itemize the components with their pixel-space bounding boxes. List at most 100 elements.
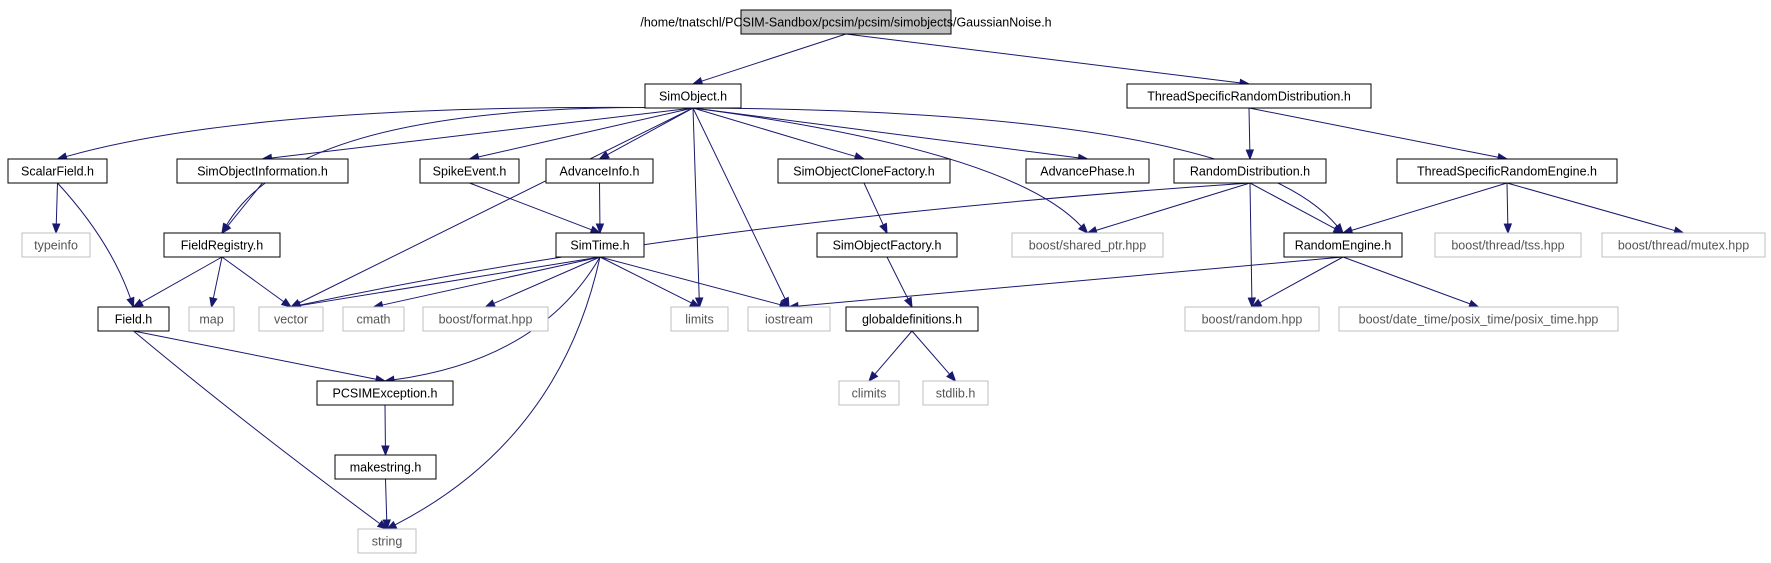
node-cmath: cmath xyxy=(342,306,405,332)
node-spikeevent-h[interactable]: SpikeEvent.h xyxy=(419,158,520,184)
edge-gaussian-to-simobject xyxy=(691,33,847,86)
node-label: climits xyxy=(852,387,887,401)
node-label: SimObjectCloneFactory.h xyxy=(793,165,935,179)
edge-field-to-string xyxy=(133,330,389,530)
edge-makestring-to-string xyxy=(382,478,391,531)
node-boost-date-time-posix-time-posix-time-hpp: boost/date_time/posix_time/posix_time.hp… xyxy=(1338,306,1619,332)
node-label: /home/tnatschl/PCSIM-Sandbox/pcsim/pcsim… xyxy=(640,16,1051,30)
node-simobject-h[interactable]: SimObject.h xyxy=(644,83,742,109)
node-label: SimObject.h xyxy=(659,90,727,104)
node-vector: vector xyxy=(258,306,324,332)
node-label: boost/thread/mutex.hpp xyxy=(1618,239,1749,253)
edge-field-to-pcsimexc xyxy=(133,330,387,384)
edge-simtime-to-cmath xyxy=(372,256,601,310)
node-randomdistribution-h[interactable]: RandomDistribution.h xyxy=(1173,158,1327,184)
node-label: AdvanceInfo.h xyxy=(560,165,640,179)
node-label: boost/random.hpp xyxy=(1202,313,1303,327)
edge-pcsimexc-to-makestring xyxy=(381,404,390,457)
node-label: typeinfo xyxy=(34,239,78,253)
node-label: makestring.h xyxy=(350,461,422,475)
node-label: SpikeEvent.h xyxy=(433,165,507,179)
edge-simtime-to-iostream xyxy=(599,256,791,309)
nodes-layer: /home/tnatschl/PCSIM-Sandbox/pcsim/pcsim… xyxy=(7,9,1766,554)
node-scalarfield-h[interactable]: ScalarField.h xyxy=(7,158,108,184)
node-limits: limits xyxy=(670,306,729,332)
edge-fieldreg-to-map xyxy=(209,256,223,309)
node-label: map xyxy=(199,313,223,327)
edge-spikeevent-to-simtime xyxy=(469,182,602,234)
node-label: string xyxy=(372,535,403,549)
node-simtime-h[interactable]: SimTime.h xyxy=(555,232,645,258)
edge-simtime-to-limits xyxy=(599,256,701,308)
node-label: RandomEngine.h xyxy=(1295,239,1392,253)
node-field-h[interactable]: Field.h xyxy=(97,306,170,332)
node-boost-shared-ptr-hpp: boost/shared_ptr.hpp xyxy=(1011,232,1164,258)
node-threadspecificrandomengine-h[interactable]: ThreadSpecificRandomEngine.h xyxy=(1396,158,1618,184)
node-label: boost/shared_ptr.hpp xyxy=(1029,239,1146,253)
node-label: boost/format.hpp xyxy=(439,313,533,327)
node-label: PCSIMException.h xyxy=(333,387,438,401)
node-climits: climits xyxy=(838,380,900,406)
edge-randdist-to-random xyxy=(1247,182,1257,309)
node-advanceinfo-h[interactable]: AdvanceInfo.h xyxy=(545,158,654,184)
node-label: SimObjectFactory.h xyxy=(833,239,942,253)
edges-layer xyxy=(52,33,1685,531)
node-label: SimObjectInformation.h xyxy=(197,165,328,179)
node-simobjectinformation-h[interactable]: SimObjectInformation.h xyxy=(176,158,349,184)
edge-scalarfield-to-field xyxy=(57,182,135,309)
node-home-tnatschl-pcsim-sandbox-pcsim-pcsim-simobjects-gaussiannoise-h[interactable]: /home/tnatschl/PCSIM-Sandbox/pcsim/pcsim… xyxy=(640,9,1052,35)
node-pcsimexception-h[interactable]: PCSIMException.h xyxy=(316,380,454,406)
edge-tsre-to-randengine xyxy=(1341,182,1508,235)
node-advancephase-h[interactable]: AdvancePhase.h xyxy=(1025,158,1150,184)
node-simobjectfactory-h[interactable]: SimObjectFactory.h xyxy=(816,232,958,258)
node-label: SimTime.h xyxy=(570,239,629,253)
node-boost-thread-mutex-hpp: boost/thread/mutex.hpp xyxy=(1601,232,1766,258)
node-fieldregistry-h[interactable]: FieldRegistry.h xyxy=(163,232,281,258)
node-label: RandomDistribution.h xyxy=(1190,165,1310,179)
edge-fieldreg-to-vector xyxy=(221,256,293,308)
edge-simobject-to-vector xyxy=(289,107,694,308)
edge-soclone-to-sofactory xyxy=(863,182,888,235)
node-iostream: iostream xyxy=(747,306,831,332)
node-label: ThreadSpecificRandomDistribution.h xyxy=(1147,90,1351,104)
edge-simtime-to-string xyxy=(385,256,601,530)
node-label: boost/date_time/posix_time/posix_time.hp… xyxy=(1359,313,1599,327)
node-label: cmath xyxy=(356,313,390,327)
node-label: iostream xyxy=(765,313,813,327)
node-label: stdlib.h xyxy=(936,387,976,401)
edge-simobject-to-soclone xyxy=(692,107,866,161)
node-makestring-h[interactable]: makestring.h xyxy=(334,454,437,480)
edge-randdist-to-sharedptr xyxy=(1086,182,1251,235)
edge-simobject-to-advanceinfo xyxy=(598,107,694,160)
edge-simobject-to-iostream xyxy=(692,107,790,309)
edge-advanceinfo-to-simtime xyxy=(595,182,605,235)
edge-globaldefs-to-stdlib xyxy=(911,330,957,383)
node-label: boost/thread/tss.hpp xyxy=(1451,239,1564,253)
node-simobjectclonefactory-h[interactable]: SimObjectCloneFactory.h xyxy=(777,158,951,184)
edge-tsre-to-tss xyxy=(1503,182,1513,235)
edge-sofactory-to-globaldefs xyxy=(886,256,913,309)
edge-globaldefs-to-climits xyxy=(868,330,913,383)
node-label: FieldRegistry.h xyxy=(181,239,263,253)
node-boost-format-hpp: boost/format.hpp xyxy=(422,306,549,332)
node-label: AdvancePhase.h xyxy=(1040,165,1135,179)
node-randomengine-h[interactable]: RandomEngine.h xyxy=(1283,232,1403,258)
edge-scalarfield-to-typeinfo xyxy=(52,182,61,235)
node-globaldefinitions-h[interactable]: globaldefinitions.h xyxy=(845,306,979,332)
node-label: ScalarField.h xyxy=(21,165,94,179)
node-map: map xyxy=(188,306,235,332)
node-boost-thread-tss-hpp: boost/thread/tss.hpp xyxy=(1434,232,1582,258)
node-typeinfo: typeinfo xyxy=(21,232,91,258)
node-label: globaldefinitions.h xyxy=(862,313,962,327)
edge-simobject-to-spikeevent xyxy=(468,107,694,162)
edge-simobject-to-scalarfield xyxy=(56,106,694,161)
edge-randengine-to-posixtime xyxy=(1342,256,1480,308)
node-stdlib-h: stdlib.h xyxy=(922,380,989,406)
node-threadspecificrandomdistribution-h[interactable]: ThreadSpecificRandomDistribution.h xyxy=(1126,83,1372,109)
edge-randdist-to-randengine xyxy=(1249,182,1345,234)
edge-simtime-to-vector xyxy=(289,256,601,310)
node-label: ThreadSpecificRandomEngine.h xyxy=(1417,165,1597,179)
node-boost-random-hpp: boost/random.hpp xyxy=(1184,306,1320,332)
edge-tsre-to-mutex xyxy=(1506,182,1685,235)
